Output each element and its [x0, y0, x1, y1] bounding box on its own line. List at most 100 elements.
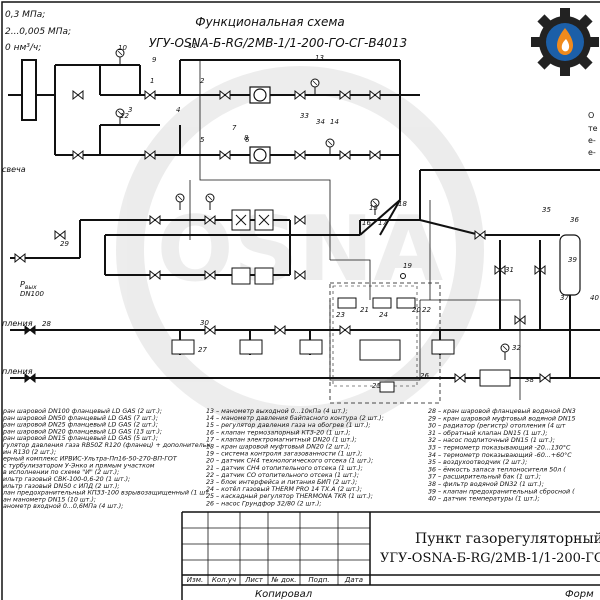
callout-38: 38: [525, 376, 534, 384]
company-logo: [531, 8, 599, 76]
callout-23: 23: [336, 311, 345, 319]
callout-8: 8: [244, 134, 249, 142]
callout-4: 4: [176, 106, 180, 114]
legend-item: ран шаровой DN15 фланцевый LD GAS (5 шт.…: [2, 435, 158, 442]
callout-37: 37: [560, 294, 569, 302]
format-label: Форм: [565, 589, 594, 600]
legend-item: 30 – радиатор (регистр) отопления (4 шт: [428, 423, 566, 430]
legend-item: 23 – блок интерфейса и питания БИП (2 шт…: [206, 478, 357, 486]
col-date: Дата: [344, 576, 363, 584]
legend-item: 15 – регулятор давления газа на обогрев …: [206, 421, 371, 429]
legend-item: 21 – датчик CH4 отопительного отсека (1 …: [206, 465, 363, 472]
param-3: 0 нм³/ч;: [5, 43, 41, 53]
svg-text:те: те: [588, 124, 598, 133]
legend-item: 39 – клапан предохранительный сбросной (: [428, 487, 575, 495]
legend-column-3: 28 – кран шаровой фланцевый водяной DN32…: [428, 408, 576, 503]
callout-14: 14: [330, 118, 339, 126]
heating-return-label: пления: [2, 367, 33, 376]
callout-17: 17: [378, 219, 387, 227]
col-doc: № док.: [270, 576, 296, 584]
legend-item: ран шаровой DN25 фланцевый LD GAS (2 шт.…: [2, 422, 158, 429]
legend-item: 28 – кран шаровой фланцевый водяной DN3: [428, 408, 576, 415]
callout-13: 13: [315, 54, 324, 62]
callout-6: 6: [245, 136, 250, 144]
legend-item: ин R130 (2 шт.);: [3, 449, 56, 456]
heating-supply-label: пления: [2, 319, 33, 328]
callout-12: 12: [120, 112, 129, 120]
legend-item: ерный комплекс ИРВИС-Ультра-Пп16-50-270-…: [3, 456, 178, 463]
legend-item: 18 – кран шаровой муфтовый DN20 (2 шт.);: [206, 444, 350, 451]
callout-29: 29: [60, 240, 69, 248]
legend-item: ран шаровой DN50 фланцевый LD GAS (7 шт.…: [2, 415, 158, 422]
callout-11: 11: [188, 42, 197, 50]
callout-28: 28: [42, 320, 51, 328]
legend-item: 13 – манометр выходной 0...10кПа (4 шт.)…: [206, 408, 348, 415]
callout-10: 10: [118, 44, 127, 52]
callout-31: 31: [505, 266, 514, 274]
legend-item: ран шаровой DN100 фланцевый LD GAS (2 шт…: [2, 408, 162, 415]
legend: ран шаровой DN100 фланцевый LD GAS (2 шт…: [2, 408, 576, 510]
legend-item: лан предохранительный КПЗ3-100 взрывозащ…: [2, 490, 211, 497]
legend-item: ильтр газовый DN50 с ИПД (2 шт.);: [3, 483, 120, 490]
callout-24: 24: [379, 311, 388, 319]
param-1: 0,3 МПа;: [5, 10, 45, 20]
callout-20: 20: [412, 306, 421, 314]
callout-16: 16: [362, 219, 371, 227]
callout-19: 19: [403, 262, 412, 270]
callout-18: 18: [398, 200, 407, 208]
legend-item: 34 – термометр показывающий -60...+60°С: [428, 451, 572, 459]
callout-34: 34: [316, 118, 325, 126]
callout-36: 36: [570, 216, 579, 224]
callout-2: 2: [200, 77, 205, 85]
legend-item: 14 – манометр давления байпасного контур…: [206, 414, 384, 422]
title-block-name-1: Пункт газорегуляторный бло: [415, 531, 600, 547]
watermark: OSNA: [116, 66, 484, 434]
svg-text:e-: e-: [588, 136, 596, 145]
legend-item: 25 – каскадный регулятор THERMONA TKR (1…: [206, 493, 373, 500]
radiators: [171, 339, 511, 387]
col-list: Лист: [244, 576, 264, 584]
legend-item: 20 – датчик CH4 технологического отсека …: [206, 458, 373, 465]
legend-item: 37 – расширительный бак (1 шт.);: [428, 473, 541, 481]
legend-item: ран шаровой DN20 фланцевый LD GAS (13 шт…: [2, 428, 162, 435]
legend-item: 16 – клапан термозапорный КТЗ-20 (1 шт.)…: [206, 429, 351, 436]
meters: [249, 86, 271, 164]
callout-35: 35: [542, 206, 551, 214]
candle-label: свеча: [2, 165, 26, 174]
legend-column-2: 13 – манометр выходной 0...10кПа (4 шт.)…: [206, 408, 384, 507]
callout-40: 40: [590, 294, 599, 302]
callout-15: 15: [369, 204, 378, 212]
col-izm: Изм.: [187, 576, 203, 584]
callout-22: 22: [422, 306, 431, 314]
legend-column-1: ран шаровой DN100 фланцевый LD GAS (2 шт…: [2, 408, 211, 510]
legend-item: 40 – датчик температуры (1 шт.);: [428, 496, 540, 503]
legend-item: с турбулизатором У-Энко и прямым участко…: [3, 461, 155, 469]
title-block-name-2: УГУ-OSNA-Б-RG/2MB-1/1-200-ГО: [380, 551, 600, 566]
callout-3: 3: [128, 106, 132, 114]
diagram-subtitle: УГУ-OSNA-Б-RG/2MB-1/1-200-ГО-СГ-B4013: [149, 36, 407, 50]
legend-item: ан манометр DN15 (10 шт.);: [3, 496, 96, 503]
svg-text:e-: e-: [588, 148, 596, 157]
diagram-title: Функциональная схема: [195, 15, 345, 29]
col-sign: Подп.: [308, 576, 329, 584]
callout-7: 7: [232, 124, 237, 132]
title-block: [181, 511, 600, 600]
legend-item: 26 – насос Грундфор 32/80 (2 шт.);: [206, 500, 321, 507]
regulators: [231, 209, 274, 285]
callout-5: 5: [200, 136, 205, 144]
legend-item: 24 – котёл газовый THERM PRO 14 TX.A (2 …: [206, 485, 362, 493]
svg-text:O: O: [588, 111, 594, 120]
outlet-pressure-label: Рвых: [20, 280, 37, 291]
legend-item: гулятор давления газа RB50Z R120 (фланец…: [3, 442, 211, 449]
copied-label: Копировал: [255, 589, 313, 600]
legend-item: 19 – система контроля загазованности (1 …: [206, 451, 362, 458]
control-boxes: [337, 273, 416, 393]
callout-33: 33: [300, 112, 309, 120]
legend-item: 29 – кран шаровой муфтовый водяной DN15: [428, 415, 576, 422]
legend-item: в исполнении по схеме "И" (2 шт.);: [3, 469, 119, 476]
right-text-fragment: O те e- e-: [588, 111, 598, 157]
